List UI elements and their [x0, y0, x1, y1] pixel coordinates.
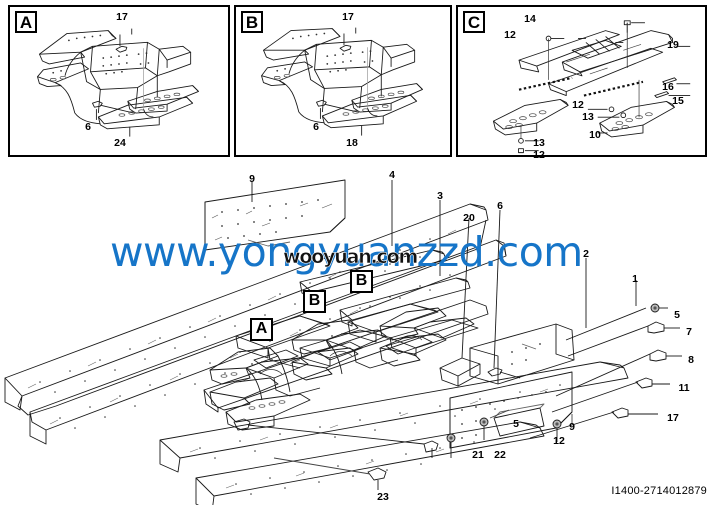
callout-flag-a[interactable]: A	[250, 318, 273, 341]
callout-flag-b-right[interactable]: B	[350, 270, 373, 293]
main-ref-8: 8	[688, 354, 694, 366]
main-ref-23: 23	[377, 491, 389, 503]
panel-c-ref-12: 12	[572, 99, 584, 111]
main-ref-21: 21	[472, 449, 484, 461]
panel-b-ref-6: 6	[313, 121, 319, 133]
panel-c-ref-14: 14	[524, 13, 536, 25]
panel-tag-a: A	[15, 11, 37, 33]
panel-c-ref-13: 13	[533, 137, 545, 149]
main-ref-9: 9	[249, 173, 255, 185]
main-exploded-diagram	[0, 160, 715, 505]
panel-a-ref-24: 24	[114, 137, 126, 149]
watermark-primary: www.yongyuanzzd.com	[110, 228, 583, 276]
main-diagram-artwork	[4, 179, 682, 505]
panel-a-artwork	[37, 28, 199, 137]
main-ref-7: 7	[686, 326, 692, 338]
panel-c-ref-13: 13	[582, 111, 594, 123]
panel-tag-b: B	[241, 11, 263, 33]
main-ref-11: 11	[678, 382, 690, 394]
main-ref-5: 5	[674, 309, 680, 321]
main-ref-22: 22	[494, 449, 506, 461]
panel-b-ref-18: 18	[346, 137, 358, 149]
panel-c-ref-12: 12	[504, 29, 516, 41]
main-ref-2: 2	[583, 248, 589, 260]
drawing-number: I1400-2714012879	[611, 485, 707, 497]
main-ref-6: 6	[497, 200, 503, 212]
detail-panel-b: B	[234, 5, 452, 157]
detail-panel-c: C	[456, 5, 707, 157]
panel-c-artwork	[492, 20, 691, 154]
panel-tag-c: C	[463, 11, 485, 33]
panel-b-artwork	[261, 27, 423, 136]
main-ref-17: 17	[667, 412, 679, 424]
detail-panel-strip: A	[8, 5, 707, 157]
panel-c-ref-19: 19	[667, 39, 679, 51]
main-ref-20: 20	[463, 212, 475, 224]
panel-a-ref-6: 6	[85, 121, 91, 133]
callout-flag-b-left[interactable]: B	[303, 290, 326, 313]
main-ref-12: 12	[553, 435, 565, 447]
panel-c-ref-15: 15	[672, 95, 684, 107]
detail-panel-a: A	[8, 5, 230, 157]
panel-c-ref-12: 12	[533, 149, 545, 161]
panel-a-ref-17: 17	[116, 11, 128, 23]
panel-c-ref-10: 10	[589, 129, 601, 141]
main-ref-5: 5	[513, 418, 519, 430]
watermark-secondary: wooyuan.com	[283, 246, 419, 269]
main-ref-9: 9	[569, 421, 575, 433]
main-ref-3: 3	[437, 190, 443, 202]
panel-c-ref-16: 16	[662, 81, 674, 93]
panel-b-ref-17: 17	[342, 11, 354, 23]
main-ref-4: 4	[389, 169, 395, 181]
main-ref-1: 1	[632, 273, 638, 285]
